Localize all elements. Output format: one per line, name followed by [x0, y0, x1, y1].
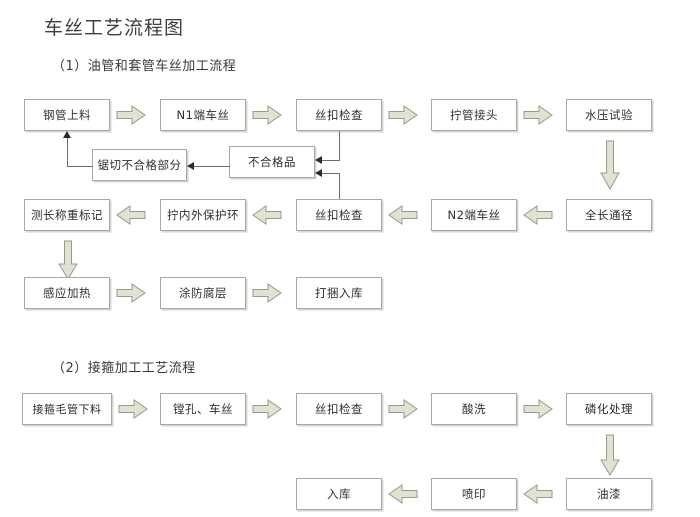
node-steel-pipe-feeding[interactable]: 钢管上料: [24, 99, 110, 131]
arrowhead-feed: [63, 131, 71, 138]
node-protector-makeup[interactable]: 拧内外保护环: [160, 199, 246, 231]
arrow-left-icon: [116, 205, 146, 225]
node-warehouse[interactable]: 入库: [296, 478, 382, 510]
arrow-right-icon: [252, 105, 282, 125]
connector-inspection2-to-reject-h: [322, 173, 340, 174]
connector-cut-to-feed-v: [67, 138, 68, 167]
arrow-right-icon: [116, 283, 146, 303]
page-title: 车丝工艺流程图: [44, 17, 185, 39]
node-nonconforming[interactable]: 不合格品: [229, 146, 315, 178]
node-n2-threading[interactable]: N2端车丝: [431, 199, 517, 231]
arrow-left-icon: [252, 205, 282, 225]
node-marking[interactable]: 喷印: [431, 478, 517, 510]
arrowhead-reject-top: [315, 156, 322, 164]
node-thread-inspection-3[interactable]: 丝扣检查: [296, 393, 382, 425]
arrow-right-icon: [523, 105, 553, 125]
arrow-right-icon: [388, 105, 418, 125]
connector-inspection1-to-reject: [339, 131, 340, 160]
node-painting[interactable]: 油漆: [566, 478, 652, 510]
connector-cut-to-feed-h2: [67, 138, 68, 139]
arrow-right-icon: [523, 399, 553, 419]
arrow-right-icon: [116, 105, 146, 125]
node-thread-inspection-2[interactable]: 丝扣检查: [296, 199, 382, 231]
node-full-length-drift[interactable]: 全长通径: [566, 199, 652, 231]
node-coupling-blank-cutting[interactable]: 接箍毛管下料: [22, 393, 112, 425]
arrow-left-icon: [388, 205, 418, 225]
connector-cut-to-feed-h: [67, 166, 93, 167]
arrowhead-cut: [187, 162, 194, 170]
arrow-down-icon: [600, 140, 620, 190]
node-n1-threading[interactable]: N1端车丝: [160, 99, 246, 131]
connector-reject-to-cut: [194, 166, 230, 167]
node-bundle-storage[interactable]: 打捆入库: [296, 277, 382, 309]
arrow-left-icon: [388, 484, 418, 504]
node-thread-inspection-1[interactable]: 丝扣检查: [296, 99, 382, 131]
node-cut-off-defect[interactable]: 锯切不合格部分: [92, 149, 187, 181]
node-boring-threading[interactable]: 镗孔、车丝: [160, 393, 246, 425]
connector-inspection1-to-reject-h: [322, 160, 340, 161]
section-2-heading: （2）接箍加工工艺流程: [52, 361, 196, 376]
node-induction-heating[interactable]: 感应加热: [24, 277, 110, 309]
node-pickling[interactable]: 酸洗: [431, 393, 517, 425]
arrow-down-icon: [600, 434, 620, 476]
arrow-down-icon: [58, 240, 78, 280]
arrow-left-icon: [523, 205, 553, 225]
arrow-right-icon: [388, 399, 418, 419]
connector-inspection2-to-reject: [339, 173, 340, 199]
arrow-right-icon: [252, 399, 282, 419]
node-hydrostatic-test[interactable]: 水压试验: [566, 99, 652, 131]
arrow-left-icon: [523, 484, 553, 504]
node-anticorrosion-coating[interactable]: 涂防腐层: [160, 277, 246, 309]
node-phosphating[interactable]: 磷化处理: [566, 393, 652, 425]
node-coupling-makeup[interactable]: 拧管接头: [431, 99, 517, 131]
arrow-right-icon: [252, 283, 282, 303]
arrow-right-icon: [118, 399, 148, 419]
section-1-heading: （1）油管和套管车丝加工流程: [52, 59, 237, 74]
node-measure-weigh-mark[interactable]: 测长称重标记: [24, 199, 110, 231]
arrowhead-reject-bottom: [315, 169, 322, 177]
